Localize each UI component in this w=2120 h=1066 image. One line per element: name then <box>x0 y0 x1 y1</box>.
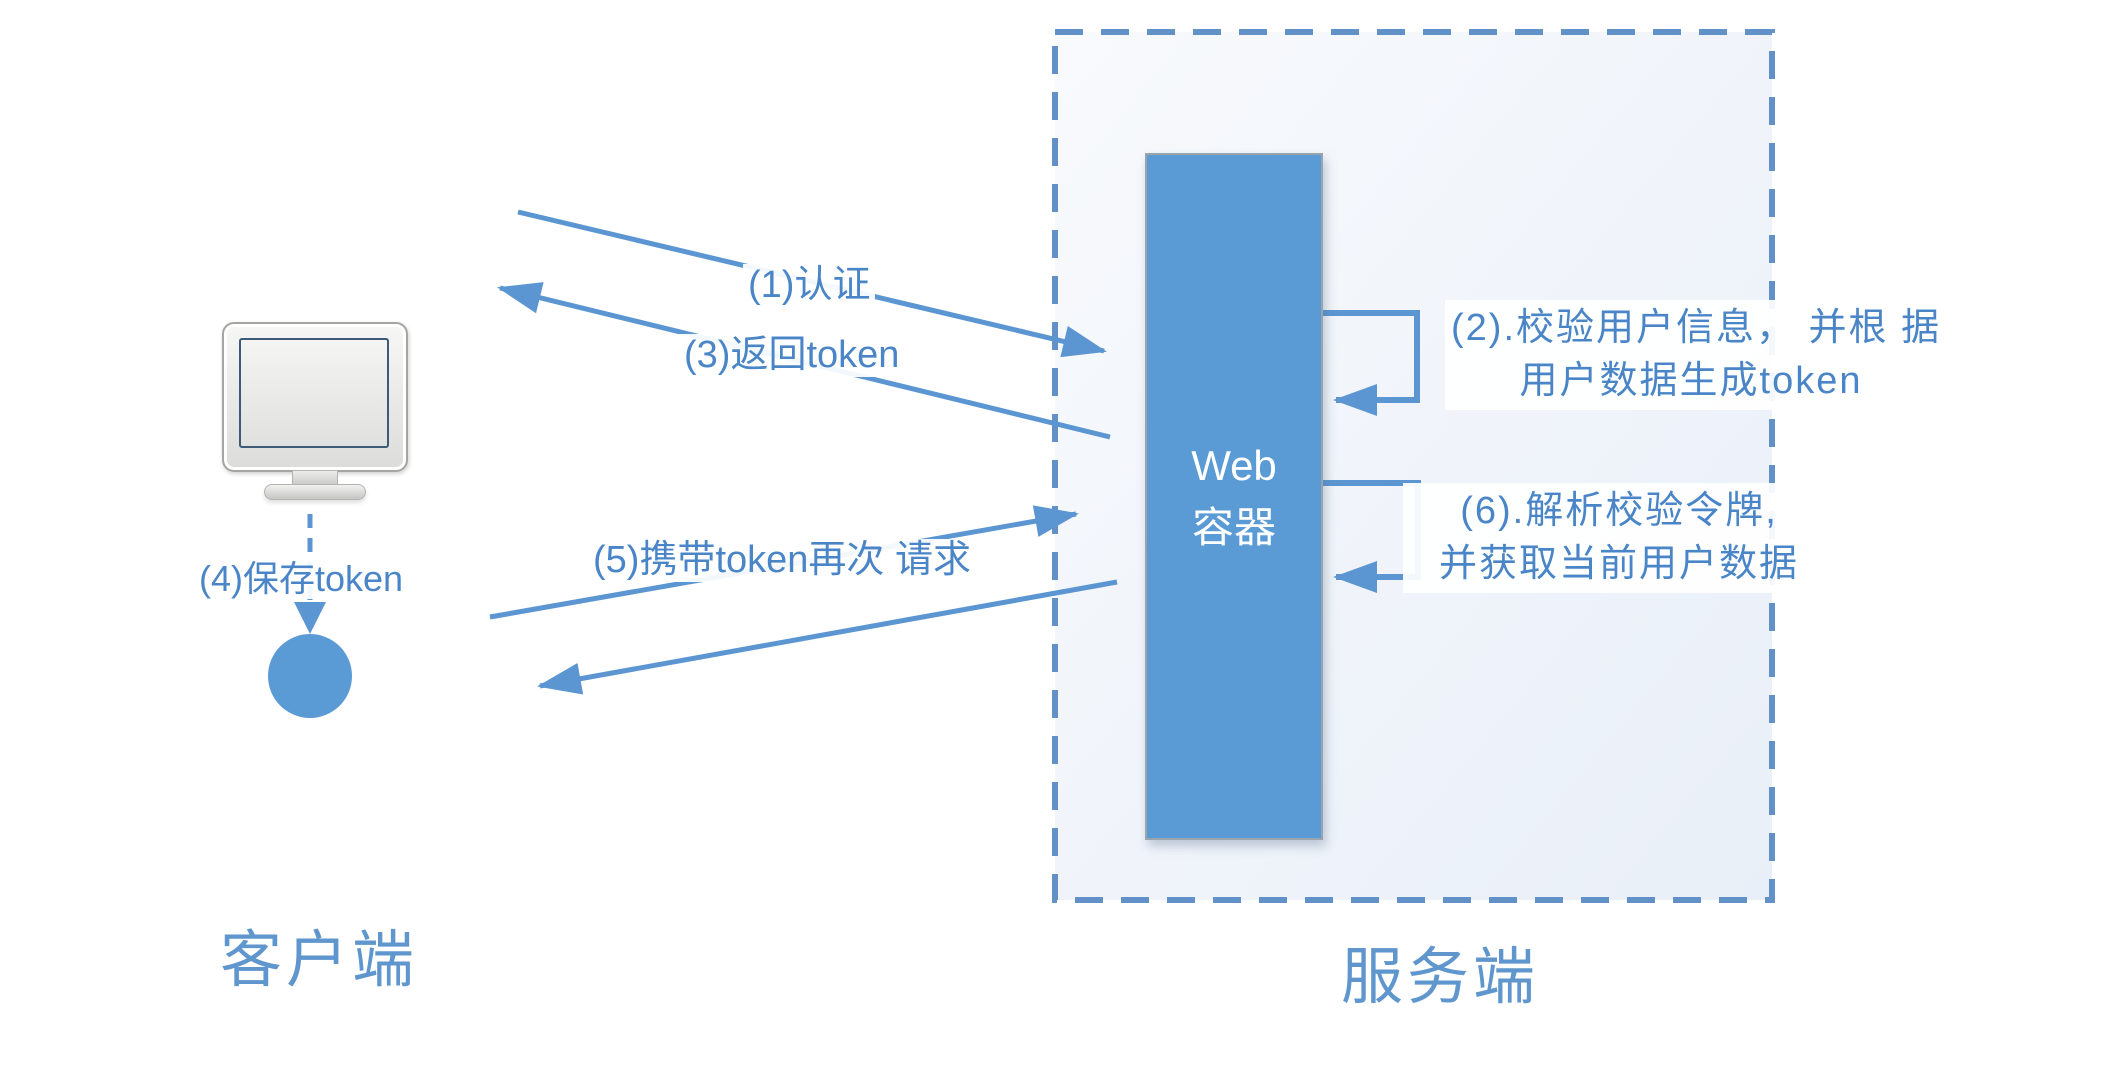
label-step4-save-token: (4)保存token <box>194 558 409 600</box>
note-step2-line1: (2).校验用户信息， 并根 据 <box>1451 307 1942 349</box>
note-step6: (6).解析校验令牌, 并获取当前用户数据 <box>1403 483 1835 593</box>
web-container-box: Web 容器 <box>1145 153 1323 840</box>
web-container-label-line2: 容器 <box>1191 503 1276 551</box>
monitor-screen <box>239 338 389 448</box>
label-step5-request-with-token: (5)携带token再次 请求 <box>588 539 976 582</box>
note-step2-line2: 用户数据生成token <box>1519 360 1863 402</box>
note-step2: (2).校验用户信息， 并根 据 用户数据生成token <box>1445 300 1942 410</box>
note-step6-line1: (6).解析校验令牌, <box>1460 490 1778 532</box>
computer-monitor-icon <box>222 322 408 502</box>
arrow-6-response <box>537 579 1118 695</box>
filled-circle-node-icon <box>268 634 352 718</box>
label-step1-auth: (1)认证 <box>743 264 876 307</box>
label-step3-return-token: (3)返回token <box>679 334 905 377</box>
server-title: 服务端 <box>1341 943 1540 1012</box>
self-loop-step2 <box>1323 310 1420 416</box>
client-title: 客户端 <box>220 926 419 995</box>
monitor-stand-base <box>264 484 366 500</box>
connector-down-arrowhead-icon <box>294 602 326 634</box>
note-step6-line2: 并获取当前用户数据 <box>1438 543 1799 585</box>
web-container-label-line1: Web <box>1191 441 1277 489</box>
